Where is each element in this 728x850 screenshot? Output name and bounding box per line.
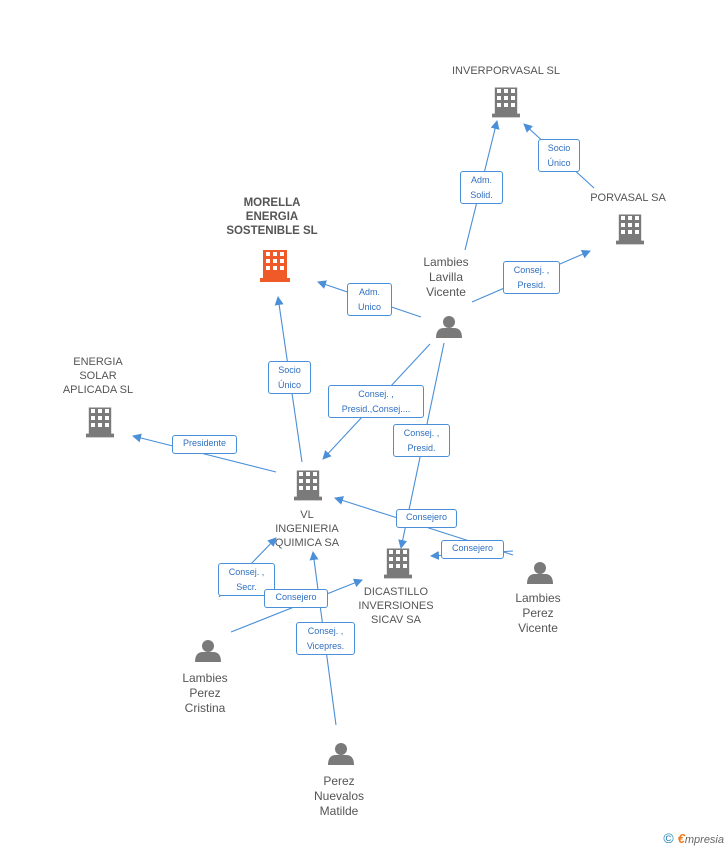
relation-label: Consej. , Presid. bbox=[503, 261, 560, 294]
relation-label: Consej. , Vicepres. bbox=[296, 622, 355, 655]
company-node-vl-ingenieria[interactable]: VL INGENIERIA QUIMICA SA bbox=[262, 508, 352, 550]
company-label[interactable]: DICASTILLO INVERSIONES SICAV SA bbox=[358, 586, 434, 626]
person-label[interactable]: Perez Nuevalos Matilde bbox=[313, 774, 365, 818]
window-grid-dicastillo bbox=[389, 550, 407, 568]
company-label[interactable]: MORELLA ENERGIA SOSTENIBLE SL bbox=[226, 197, 318, 237]
window-grid-vl-ingenieria bbox=[299, 472, 317, 490]
window-grid-morella bbox=[266, 252, 284, 270]
person-label[interactable]: Lambies Perez Cristina bbox=[182, 671, 228, 715]
edge-vl-energia bbox=[132, 433, 277, 473]
relation-label: Consej. , Presid.,Consej.... bbox=[328, 385, 424, 418]
company-node-dicastillo[interactable]: DICASTILLO INVERSIONES SICAV SA bbox=[346, 585, 446, 627]
person-label[interactable]: Lambies Lavilla Vicente bbox=[423, 255, 469, 299]
relation-label: Consejero bbox=[396, 509, 457, 528]
person-icon-lambies-perez-vicente bbox=[527, 562, 553, 584]
company-label[interactable]: PORVASAL SA bbox=[590, 192, 666, 204]
person-node-perez-nuevalos[interactable]: Perez Nuevalos Matilde bbox=[299, 774, 379, 819]
person-icon-perez-nuevalos bbox=[328, 743, 354, 765]
brand-logo-text: mpresia bbox=[684, 834, 724, 846]
window-grid-inverporvasal bbox=[497, 89, 515, 107]
window-grid-energia-solar bbox=[91, 409, 109, 427]
window-grid-porvasal bbox=[621, 216, 639, 234]
company-label[interactable]: ENERGIA SOLAR APLICADA SL bbox=[62, 356, 134, 396]
person-icon-lambies-perez-cristina bbox=[195, 640, 221, 662]
relation-label: Consejero bbox=[264, 589, 328, 608]
copyright-icon: © bbox=[663, 830, 674, 846]
relation-label: Consej. , Secr. bbox=[218, 563, 275, 596]
relation-label: Presidente bbox=[172, 435, 237, 454]
company-node-porvasal[interactable]: PORVASAL SA bbox=[573, 191, 683, 205]
relation-label: Socio Único bbox=[538, 139, 580, 172]
person-icon-lambies-lavilla bbox=[436, 316, 462, 338]
relation-label: Consej. , Presid. bbox=[393, 424, 450, 457]
relation-label: Adm. Solid. bbox=[460, 171, 503, 204]
person-node-lambies-perez-cristina[interactable]: Lambies Perez Cristina bbox=[165, 671, 245, 716]
brand-footer: ©€mpresia bbox=[663, 830, 724, 846]
relation-label: Adm. Unico bbox=[347, 283, 392, 316]
company-label[interactable]: INVERPORVASAL SL bbox=[451, 65, 560, 77]
relation-label: Consejero bbox=[441, 540, 504, 559]
company-node-energia-solar[interactable]: ENERGIA SOLAR APLICADA SL bbox=[48, 355, 148, 397]
company-node-inverporvasal[interactable]: INVERPORVASAL SL bbox=[436, 64, 576, 78]
company-label[interactable]: VL INGENIERIA QUIMICA SA bbox=[274, 509, 340, 549]
relation-label: Socio Único bbox=[268, 361, 311, 394]
person-node-lambies-lavilla[interactable]: Lambies Lavilla Vicente bbox=[406, 255, 486, 300]
person-node-lambies-perez-vicente[interactable]: Lambies Perez Vicente bbox=[498, 591, 578, 636]
person-label[interactable]: Lambies Perez Vicente bbox=[515, 591, 561, 635]
company-node-morella[interactable]: MORELLA ENERGIA SOSTENIBLE SL bbox=[212, 196, 332, 238]
brand-logo-mark: € bbox=[677, 831, 685, 846]
